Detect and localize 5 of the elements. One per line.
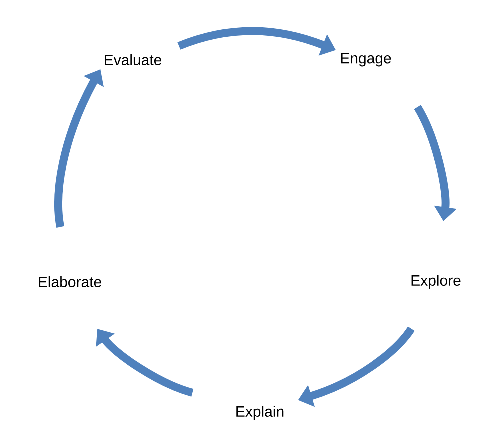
cycle-label: Engage <box>341 53 392 67</box>
cycle-label: Explain <box>236 406 284 420</box>
cycle-label: Evaluate <box>105 54 162 66</box>
cycle-label: Explore <box>412 275 461 289</box>
cycle-label: Elaborate <box>39 276 102 288</box>
